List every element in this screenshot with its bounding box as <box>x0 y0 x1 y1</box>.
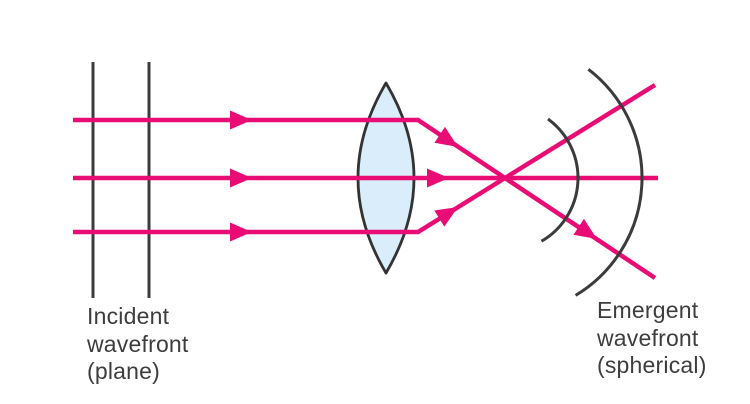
spherical-wavefront-arc-large <box>574 68 644 297</box>
arrowhead-icon <box>230 222 252 242</box>
emergent-label-line-3: (spherical) <box>597 352 707 378</box>
arrowhead-icon <box>230 168 252 188</box>
arrowhead-icon <box>573 218 597 239</box>
incident-wavefront-label: Incident wavefront (plane) <box>87 303 189 386</box>
arrowhead-icon <box>434 126 458 147</box>
arrowhead-icon <box>434 207 458 227</box>
emergent-spherical-wavefronts <box>540 68 644 297</box>
incident-label-line-1: Incident <box>87 303 170 329</box>
incident-label-line-2: wavefront <box>87 330 189 357</box>
arrowhead-icon <box>230 110 252 130</box>
ray-direction-arrowheads <box>230 110 597 242</box>
emergent-wavefront-label: Emergent wavefront (spherical) <box>597 297 707 380</box>
arrowhead-icon <box>427 168 449 188</box>
emergent-label-line-2: wavefront <box>597 324 699 351</box>
incident-label-line-3: (plane) <box>87 358 160 384</box>
spherical-wavefront-arc-small <box>540 117 580 243</box>
emergent-label-line-1: Emergent <box>597 297 699 323</box>
